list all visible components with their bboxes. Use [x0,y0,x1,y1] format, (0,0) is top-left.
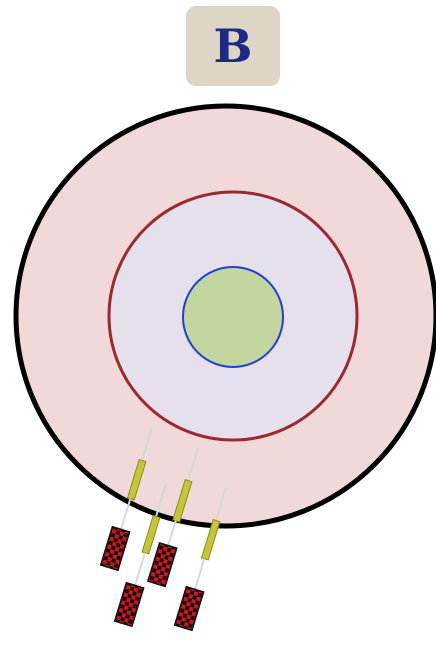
dart-flight [175,587,204,631]
bullseye [183,267,283,367]
dart-flight [101,527,130,571]
dart-flight [115,583,144,627]
dart-stem [135,553,145,586]
dart-stem [195,559,204,590]
dart-stem [168,521,176,546]
dart-stem [121,499,130,530]
dart-flight [148,543,177,587]
